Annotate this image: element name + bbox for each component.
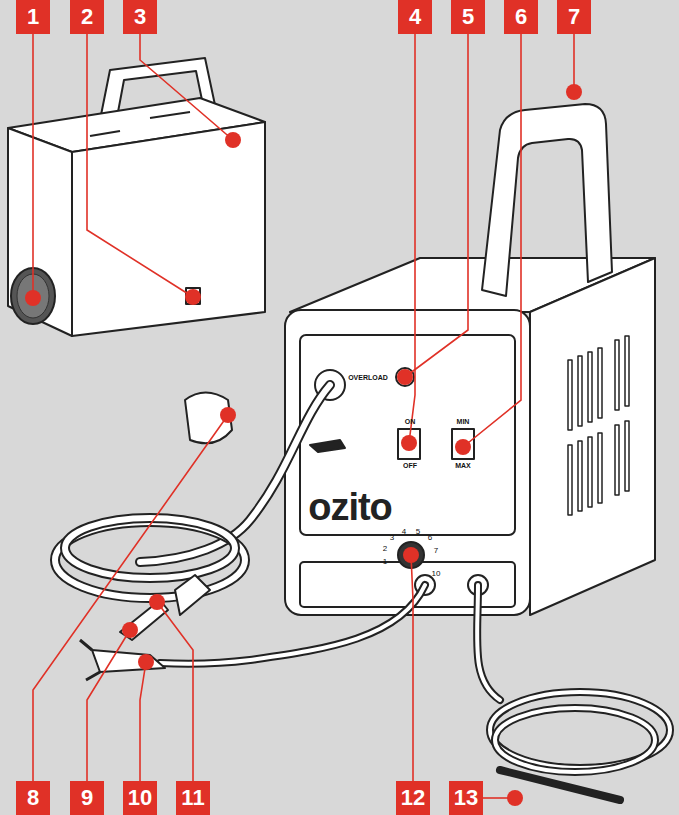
leader-dot	[122, 622, 138, 638]
leader-dot	[401, 435, 417, 451]
callout-number: 9	[70, 781, 104, 815]
vent-slot	[588, 352, 592, 422]
leader-dot	[507, 790, 523, 806]
leader-line	[573, 34, 575, 92]
panel-text: OVERLOAD	[340, 371, 396, 383]
callout-number: 7	[557, 0, 591, 34]
callout-number: 13	[449, 781, 483, 815]
leader-line	[405, 34, 468, 377]
torch-neck	[175, 575, 210, 615]
vent-slot	[615, 425, 619, 495]
callout-number: 11	[176, 781, 210, 815]
dial-number: 6	[423, 532, 437, 542]
power-cable-outline	[477, 585, 500, 700]
body-side	[530, 258, 655, 615]
callout-number: 1	[16, 0, 50, 34]
leader-line	[32, 34, 34, 298]
panel-text: MIN	[448, 416, 478, 427]
dial-number: 5	[411, 526, 425, 536]
leader-line	[140, 34, 233, 140]
callout-number: 5	[451, 0, 485, 34]
rear-left-face	[8, 128, 72, 336]
welder-body	[285, 104, 655, 615]
clamp-jaws	[80, 640, 100, 680]
dial-number: 10	[428, 568, 444, 578]
range-switch	[452, 429, 474, 459]
overload-button	[396, 368, 414, 386]
leader-dot	[397, 369, 413, 385]
callout-number: 10	[123, 781, 157, 815]
leader-dot	[25, 290, 41, 306]
callout-number: 3	[123, 0, 157, 34]
callout-number: 12	[396, 781, 430, 815]
leader-line	[87, 34, 193, 297]
leader-line	[140, 662, 146, 781]
vent-slot	[568, 360, 572, 430]
leader-dot	[149, 594, 165, 610]
torch-and-clamp	[80, 393, 232, 681]
front-face	[285, 310, 530, 615]
torch-icon	[310, 440, 345, 452]
leader-line	[33, 415, 228, 781]
callout-number: 8	[16, 781, 50, 815]
leader-line	[411, 555, 413, 781]
leader-line	[463, 34, 521, 447]
vent-slot	[588, 437, 592, 507]
torch-coil-outline	[65, 518, 235, 578]
leader-line	[157, 602, 193, 781]
vent-slot	[615, 340, 619, 410]
dial-number: 3	[385, 532, 399, 542]
callout-number: 2	[70, 0, 104, 34]
torch-cable	[140, 385, 330, 562]
torch-coil	[65, 518, 235, 578]
vent-slot	[578, 441, 582, 511]
leader-dots	[25, 84, 582, 806]
leader-dot	[220, 407, 236, 423]
vent-slot	[625, 421, 629, 491]
earth-clamp	[92, 650, 165, 672]
vent-slot	[598, 433, 602, 503]
leader-line	[87, 630, 130, 781]
leader-lines	[33, 34, 574, 798]
vent-slot	[568, 445, 572, 515]
dial-number: 7	[429, 545, 443, 555]
leader-dot	[403, 547, 419, 563]
control-panel	[300, 335, 515, 535]
panel-text: ON	[395, 416, 425, 427]
vent-slot	[625, 336, 629, 406]
cables	[55, 385, 670, 800]
brand-logo: ozito	[300, 485, 400, 529]
power-switch	[398, 429, 420, 459]
vent-slot	[598, 348, 602, 418]
panel-text: MAX	[448, 460, 478, 471]
leader-dot	[225, 132, 241, 148]
rear-view	[8, 58, 265, 336]
dial-number: 2	[378, 543, 392, 553]
leader-dot	[138, 654, 154, 670]
rear-right-face	[72, 122, 265, 336]
vent-slot	[578, 356, 582, 426]
rear-slot	[150, 112, 190, 118]
power-coil-outline	[495, 708, 655, 772]
rear-slot	[90, 131, 120, 136]
callout-number: 6	[504, 0, 538, 34]
callout-number: 4	[398, 0, 432, 34]
power-cable	[477, 585, 500, 700]
dial-number: 4	[397, 526, 411, 536]
carry-handle	[482, 104, 612, 296]
leader-dot	[566, 84, 582, 100]
socket-panel	[300, 562, 515, 607]
torch-cable-outline	[140, 385, 330, 562]
dial-number: 1	[378, 556, 392, 566]
side-vents	[568, 336, 629, 515]
power-coil	[495, 708, 655, 772]
panel-text: OFF	[395, 460, 425, 471]
leader-dot	[185, 289, 201, 305]
rear-label-plate	[186, 288, 200, 304]
leader-dot	[455, 439, 471, 455]
